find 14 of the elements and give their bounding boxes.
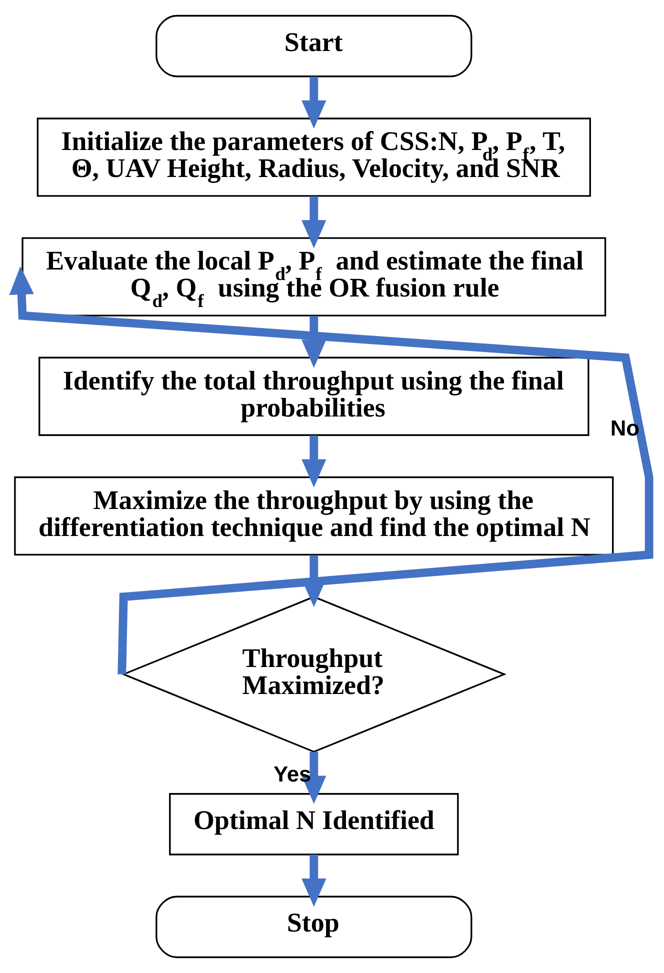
arrow (302, 196, 326, 248)
arrow (302, 435, 326, 488)
node-box: Identify the total throughput using the final probabilities (38, 356, 590, 436)
arrow (9, 266, 654, 674)
node-box: Optimal N Identified (169, 793, 459, 856)
arrow (302, 76, 326, 129)
arrow (302, 854, 326, 907)
node-box: Evaluate the local P$_{d}$, P$_{f}$ and estimate the final Q$_{d}$, Q$_{f}$ using the OR fusion rule (22, 237, 606, 316)
node-box: Maximize the throughput by using the differentiation technique and find the optimal N (14, 476, 614, 556)
node-box: Start (156, 14, 472, 78)
arrow (302, 752, 326, 804)
node-box: Stop (156, 896, 472, 958)
node-diamond: Throughput Maximized? (121, 596, 506, 753)
arrow (302, 316, 326, 368)
